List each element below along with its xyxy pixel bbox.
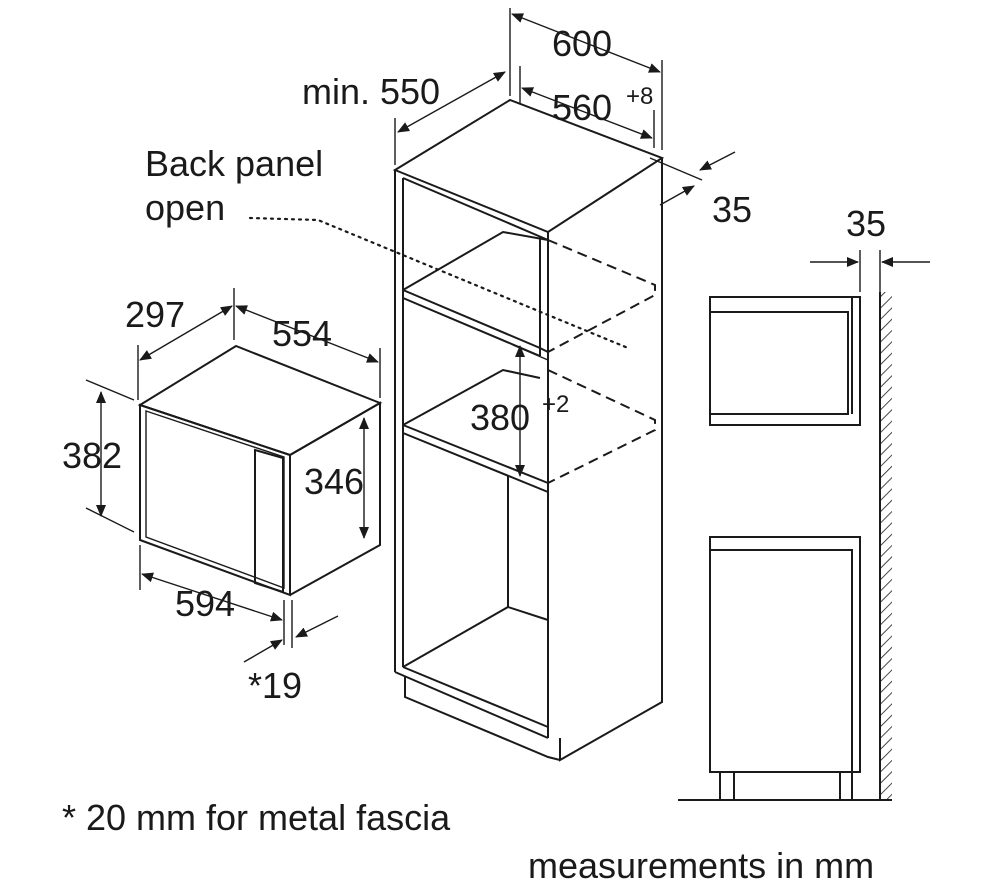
appliance-height-label: 382 xyxy=(62,435,122,476)
dim-appliance-depth xyxy=(139,305,233,361)
appliance-front-width-label: 594 xyxy=(175,583,235,624)
leg-back xyxy=(839,772,853,800)
cabinet-min-depth-label: min. 550 xyxy=(302,71,440,112)
cabinet-top-face xyxy=(392,98,665,234)
appliance-depth-label: 297 xyxy=(125,294,185,335)
side-gap-label: 35 xyxy=(846,203,886,244)
cabinet-inner-width-label: 560 xyxy=(552,87,612,128)
back-panel-label-line2: open xyxy=(145,187,225,228)
dim-back-gap-arrow xyxy=(659,185,695,206)
dim-extension xyxy=(85,379,135,401)
niche-height-tolerance: +2 xyxy=(542,391,569,418)
tall-cabinet: min. 550 600 560 +8 35 380 +2 Back panel… xyxy=(145,8,752,762)
appliance-door-height-label: 346 xyxy=(304,461,364,502)
appliance-fascia-label: *19 xyxy=(248,665,302,706)
units-note: measurements in mm xyxy=(528,845,874,886)
wall-hatching xyxy=(881,292,892,800)
cabinet-width-label: 600 xyxy=(552,23,612,64)
back-panel-label-line1: Back panel xyxy=(145,143,323,184)
microwave-appliance: 297 554 382 346 594 *19 xyxy=(62,288,383,706)
dim-fascia-arrow xyxy=(295,615,339,638)
appliance-side-face xyxy=(289,401,381,596)
dim-cabinet-width xyxy=(511,13,661,73)
lower-unit-outline xyxy=(709,536,861,773)
dim-appliance-width xyxy=(235,305,379,363)
lower-unit-inner xyxy=(710,549,853,772)
niche-height-label: 380 xyxy=(470,397,530,438)
middle-shelf-dashed xyxy=(547,369,656,484)
cabinet-top-notch xyxy=(509,98,521,106)
middle-shelf-edge xyxy=(402,432,549,493)
appliance-front-frame xyxy=(145,410,285,590)
cabinet-bottom-front xyxy=(394,671,549,739)
lower-floor-front xyxy=(402,666,549,728)
upper-shelf-front xyxy=(402,289,549,353)
cabinet-back-gap-label: 35 xyxy=(712,189,752,230)
dim-extension xyxy=(85,507,135,533)
cabinet-inner-top xyxy=(402,177,549,241)
leg-front xyxy=(719,772,735,800)
dim-front-width xyxy=(141,572,283,622)
dim-extension xyxy=(649,157,703,181)
dim-min-depth xyxy=(397,71,506,133)
cabinet-plinth xyxy=(404,676,561,761)
dim-back-gap-arrow xyxy=(699,151,736,171)
cabinet-top-notch xyxy=(651,153,663,159)
appliance-top-face xyxy=(137,344,383,457)
dim-inner-width xyxy=(521,87,653,139)
appliance-width-label: 554 xyxy=(272,313,332,354)
cabinet-side-face xyxy=(559,158,663,762)
footnote: * 20 mm for metal fascia xyxy=(62,797,451,838)
middle-shelf-back xyxy=(402,368,541,426)
upper-shelf-dashed xyxy=(547,239,656,353)
dim-fascia-arrow xyxy=(243,639,283,663)
appliance-door-panel xyxy=(254,448,284,594)
upper-unit-outline xyxy=(709,296,861,426)
back-panel-leader xyxy=(248,216,630,350)
cabinet-inner-width-tolerance: +8 xyxy=(626,83,653,110)
upper-shelf-back xyxy=(402,230,549,291)
lower-floor-back xyxy=(402,605,549,668)
niche-back xyxy=(512,344,549,361)
upper-unit-inner xyxy=(710,311,849,415)
side-section-view: 35 xyxy=(678,203,930,801)
